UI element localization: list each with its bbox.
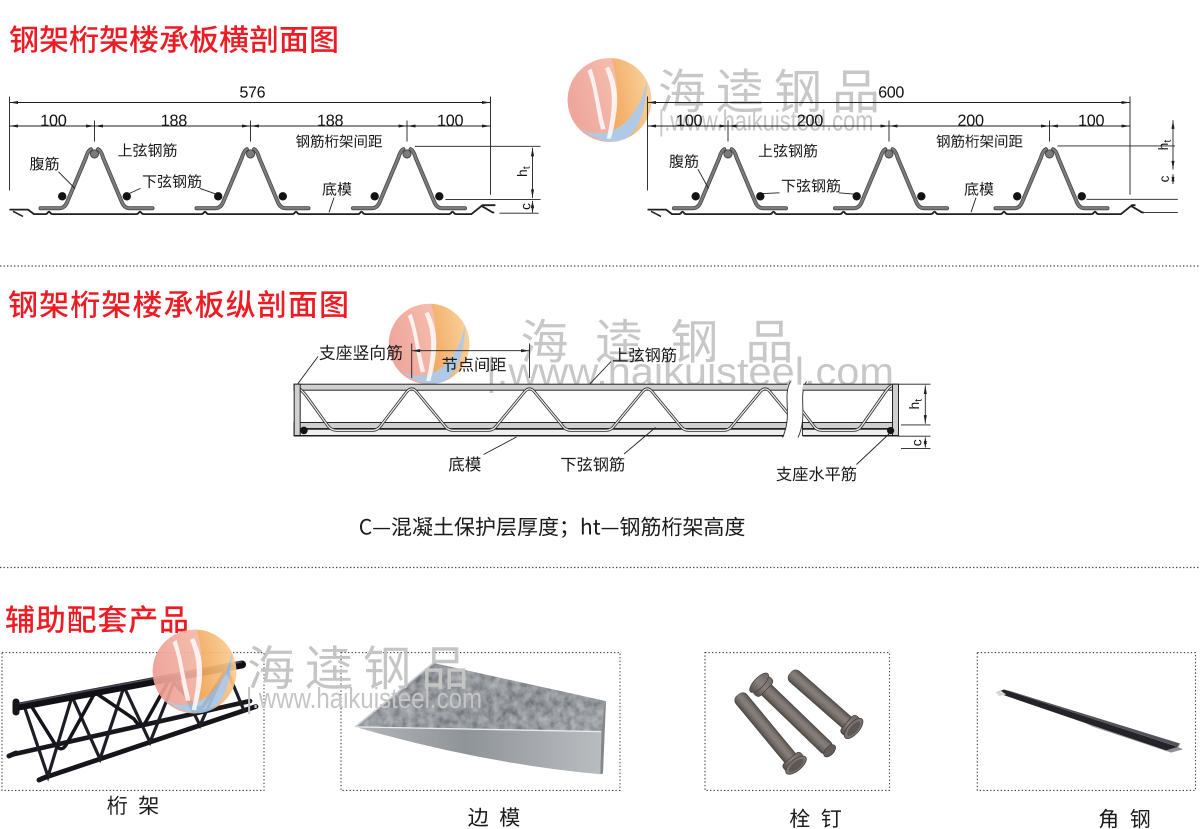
svg-text:|.www.haikuisteel.com: |.www.haikuisteel.com [246,683,482,715]
svg-text:|.www.haikuisteel.com: |.www.haikuisteel.com [659,105,874,137]
